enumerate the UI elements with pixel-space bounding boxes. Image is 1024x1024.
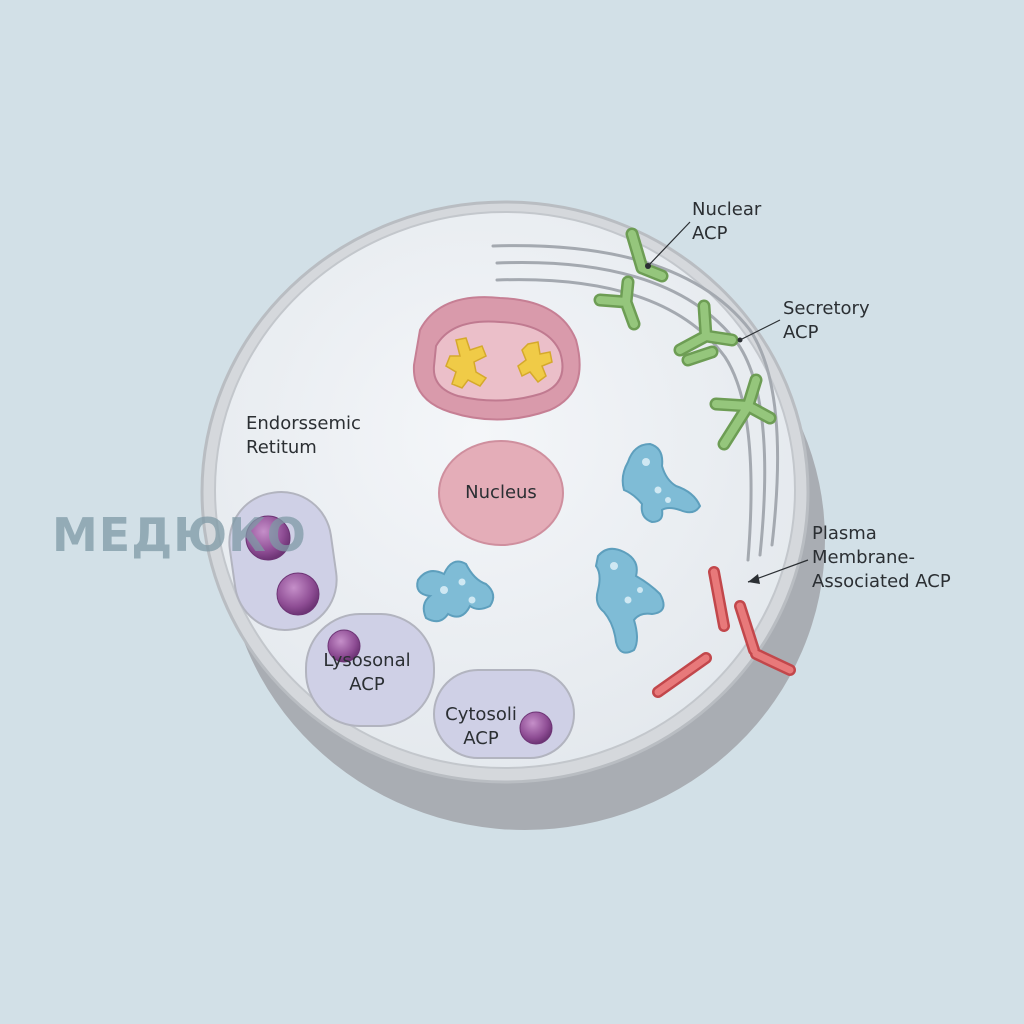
secretory-protein-fill <box>596 230 774 448</box>
chromosome-left <box>445 337 488 389</box>
granule <box>519 711 553 745</box>
vesicle-top <box>228 491 338 631</box>
watermark-logo: МЕДЮКО <box>52 508 307 562</box>
mitochondrion <box>412 296 581 421</box>
granule <box>276 572 320 616</box>
chromosome-right <box>517 341 553 384</box>
granule <box>327 629 361 663</box>
er-stacks <box>491 244 780 562</box>
vesicle-lysosome <box>305 613 435 727</box>
protein-highlights <box>440 458 671 604</box>
vesicle-cytosol <box>433 669 575 759</box>
label-nucleus: Nucleus <box>465 482 537 503</box>
nucleus <box>438 440 564 546</box>
arrowheads <box>645 263 760 584</box>
membrane-protein-fill <box>654 568 794 696</box>
granule <box>245 515 291 561</box>
